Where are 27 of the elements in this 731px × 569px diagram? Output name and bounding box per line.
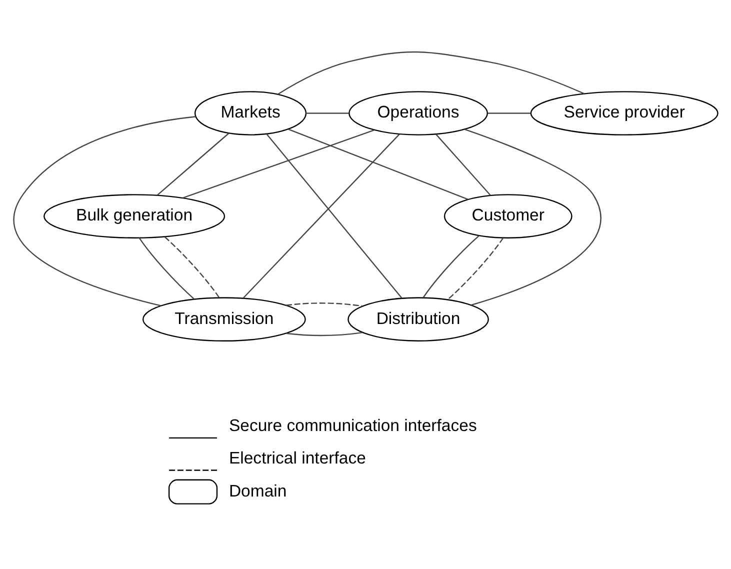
connector (436, 133, 491, 196)
connector (242, 133, 400, 298)
connector (447, 237, 504, 300)
node-ellipse: Distribution (348, 296, 489, 341)
node-ellipse: Transmission (142, 296, 306, 341)
node-ellipse: Operations (348, 90, 488, 135)
connector (286, 302, 363, 306)
connector (286, 331, 363, 336)
connector (488, 112, 531, 114)
connector (278, 50, 584, 94)
connector (13, 116, 196, 306)
connector (138, 237, 195, 300)
connector (288, 128, 468, 200)
connector (156, 132, 230, 196)
node-ellipse: Markets (194, 90, 307, 135)
legend-label: Electrical interface (228, 448, 366, 467)
connector (164, 236, 220, 298)
connector (266, 133, 402, 298)
legend-label: Domain (228, 480, 287, 500)
node-ellipse: Service provider (530, 90, 718, 135)
connector (464, 128, 602, 306)
node-ellipse: Bulk generation (44, 194, 226, 238)
connector (422, 234, 480, 298)
connector (182, 128, 374, 198)
node-ellipse: Customer (444, 194, 572, 238)
connector (306, 112, 349, 114)
legend-label: Secure communication interfaces (228, 415, 477, 434)
